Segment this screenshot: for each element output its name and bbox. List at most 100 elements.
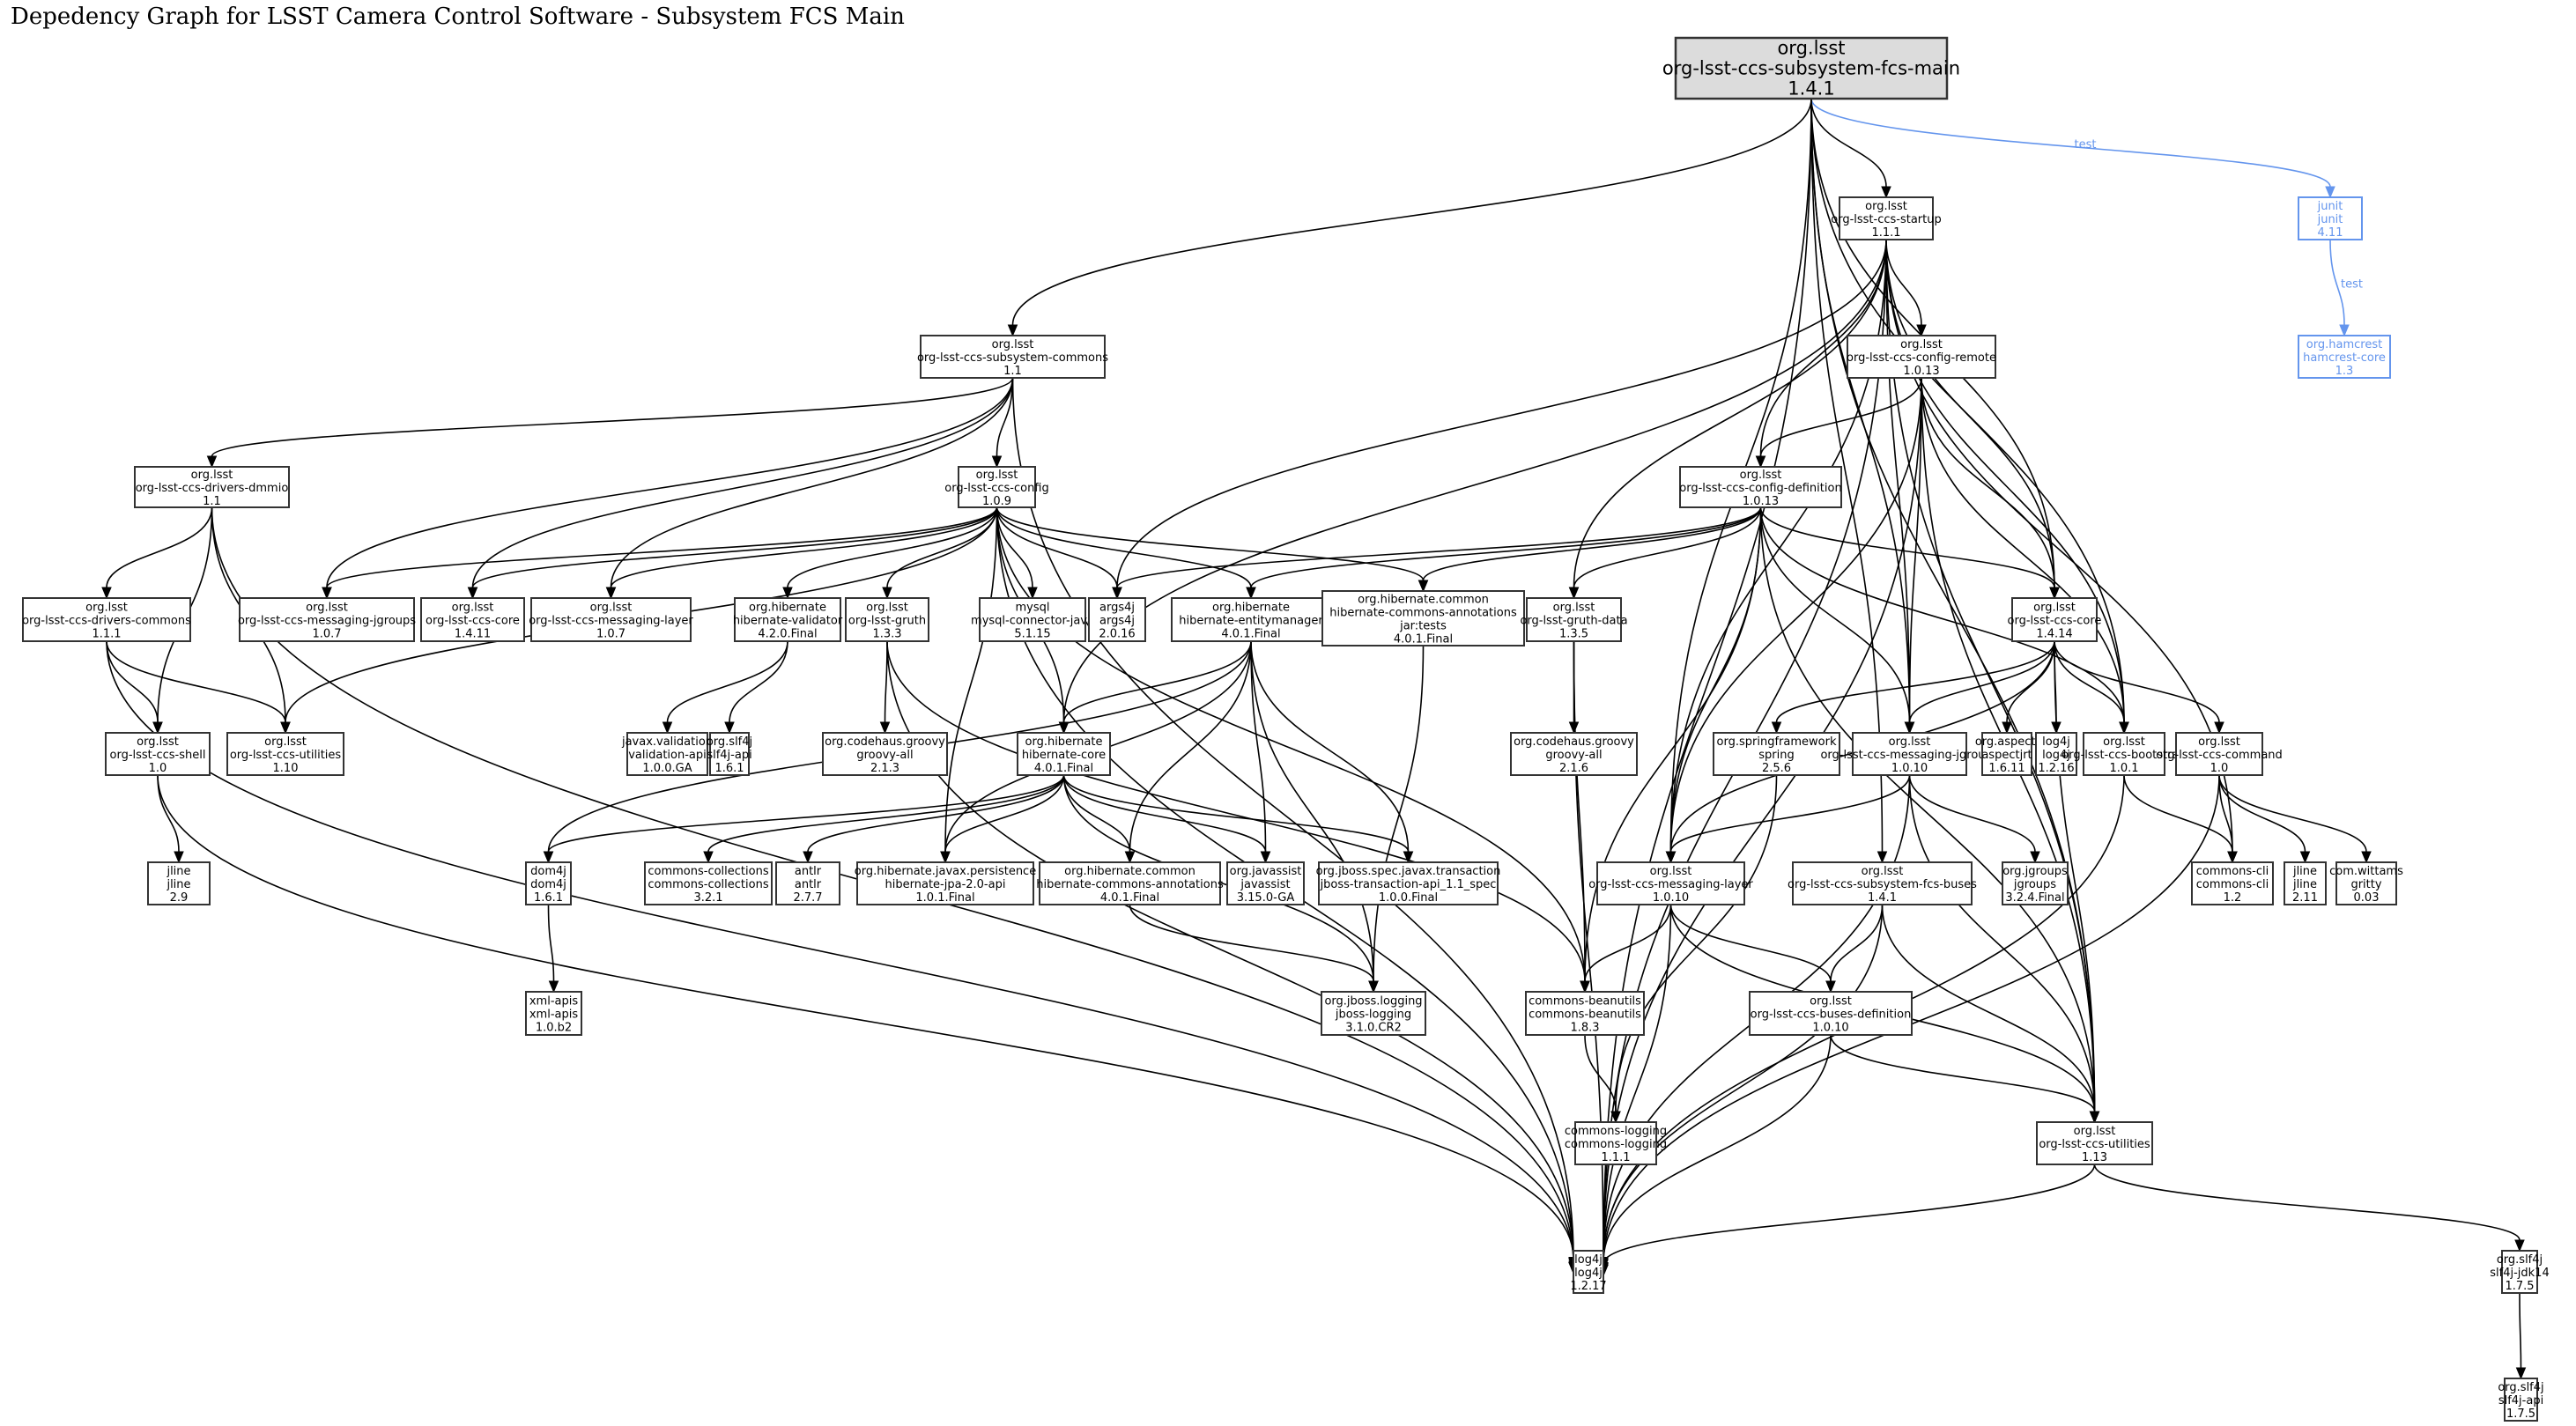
node-group: org.lsst — [1553, 602, 1595, 615]
edge-line — [106, 640, 159, 723]
node-box — [1674, 36, 1949, 100]
edge-line — [1250, 640, 1410, 853]
edge-shell-to-jline29 — [157, 774, 184, 864]
edge-cfgremote-to-cfgdef — [1755, 377, 1922, 469]
node-artifact: org-lsst-ccs-subsystem-fcs-buses — [1788, 878, 1977, 891]
edge-line — [2329, 239, 2345, 326]
node-group: commons-beanutils — [1529, 995, 1641, 1009]
node-version: 1.0.10 — [1891, 762, 1928, 775]
node-jta[interactable]: org.jboss.spec.javax.transactionjboss-tr… — [1316, 861, 1501, 905]
arrowhead-icon — [467, 587, 478, 600]
node-group: org.hibernate.javax.persistence — [855, 865, 1036, 878]
edge-line — [471, 377, 1014, 588]
edge-subcommons-to-dmmio — [206, 377, 1014, 469]
edge-line — [1830, 904, 1884, 982]
node-box — [2284, 861, 2327, 905]
node-version: 1.4.11 — [455, 628, 491, 641]
node-subcommons[interactable]: org.lsstorg-lsst-ccs-subsystem-commons1.… — [917, 335, 1108, 379]
node-artifact: slf4j-api — [2498, 1394, 2543, 1408]
node-collections[interactable]: commons-collectionscommons-collections3.… — [644, 861, 773, 905]
node-artifact: org-lsst-ccs-config — [944, 482, 1049, 495]
node-cfgdef[interactable]: org.lsstorg-lsst-ccs-config-definition1.… — [1679, 466, 1842, 508]
arrowhead-icon — [1755, 455, 1766, 469]
node-version: 1.10 — [273, 762, 299, 775]
arrowhead-icon — [1825, 980, 1836, 994]
node-msgjg1010[interactable]: org.lsstorg-lsst-ccs-messaging-jgroups1.… — [1820, 732, 1999, 776]
node-box — [226, 732, 344, 776]
node-box — [920, 335, 1106, 379]
node-jpa[interactable]: org.hibernate.javax.persistencehibernate… — [855, 861, 1036, 905]
node-msgjg107[interactable]: org.lsstorg-lsst-ccs-messaging-jgroups1.… — [238, 597, 416, 642]
node-group: org.hibernate — [749, 602, 826, 615]
node-hibval[interactable]: org.hibernatehibernate-validator4.2.0.Fi… — [733, 597, 843, 642]
node-box — [2335, 861, 2397, 905]
edge-line — [1810, 98, 1911, 723]
node-busesdef[interactable]: org.lsstorg-lsst-ccs-buses-definition1.0… — [1749, 991, 1913, 1036]
arrowhead-icon — [2030, 851, 2040, 864]
node-hca[interactable]: org.hibernate.commonhibernate-commons-an… — [1036, 861, 1224, 905]
node-msglayer1010[interactable]: org.lsstorg-lsst-ccs-messaging-layer1.0.… — [1588, 861, 1753, 905]
node-version: 5.1.15 — [1014, 628, 1050, 641]
node-buses[interactable]: org.lsstorg-lsst-ccs-subsystem-fcs-buses… — [1788, 861, 1977, 905]
arrowhead-icon — [991, 455, 1003, 469]
node-box — [1321, 991, 1426, 1036]
node-main[interactable]: org.lsstorg-lsst-ccs-subsystem-fcs-main1… — [1662, 36, 1960, 100]
arrowhead-icon — [152, 721, 163, 735]
node-box — [1596, 861, 1745, 905]
node-version: 1.3.3 — [872, 628, 901, 641]
node-version: 1.3.5 — [1559, 628, 1588, 641]
node-artifact: hibernate-validator — [733, 615, 843, 628]
node-msglayer107[interactable]: org.lsstorg-lsst-ccs-messaging-layer1.0.… — [529, 597, 693, 642]
node-hcatests[interactable]: org.hibernate.commonhibernate-commons-an… — [1321, 590, 1525, 647]
edge-config-to-msglayer107 — [605, 506, 998, 600]
node-drvcommons[interactable]: org.lsstorg-lsst-ccs-drivers-commons1.1.… — [22, 597, 191, 642]
node-version: 2.1.3 — [870, 762, 899, 775]
node-hibem[interactable]: org.hibernatehibernate-entitymanager4.0.… — [1171, 597, 1331, 642]
node-version: 1.13 — [2082, 1151, 2107, 1164]
node-version: 1.0.13 — [1903, 365, 1939, 378]
edge-line — [1885, 239, 2125, 723]
node-group: commons-logging — [1565, 1125, 1667, 1138]
